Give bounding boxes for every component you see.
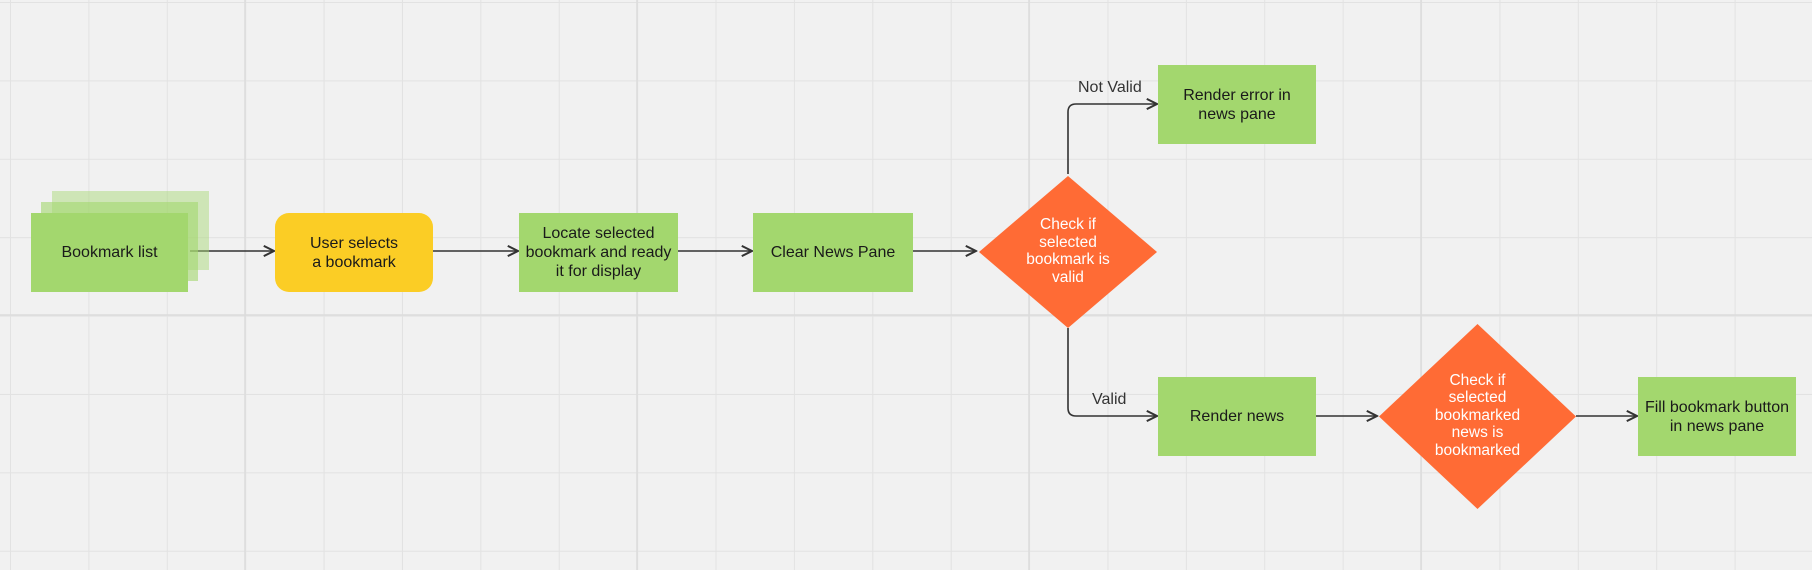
node-bookmark-list[interactable]: Bookmark list	[31, 213, 188, 292]
edge-label-not-valid: Not Valid	[1078, 79, 1142, 96]
decision-diamond-shape	[1379, 324, 1576, 509]
node-locate-selected-bookmark[interactable]: Locate selected bookmark and ready it fo…	[519, 213, 678, 292]
node-check-bookmarked[interactable]: Check if selected bookmarked news is boo…	[1379, 324, 1576, 509]
node-user-selects-bookmark[interactable]: User selects a bookmark	[275, 213, 433, 292]
decision-bookmarked-label: Check if selected bookmarked news is boo…	[1434, 371, 1521, 459]
node-render-news[interactable]: Render news	[1158, 377, 1316, 456]
node-check-bookmark-valid[interactable]: Check if selected bookmark is valid	[979, 176, 1157, 328]
decision-diamond-shape	[979, 176, 1157, 328]
connector-not-valid[interactable]	[1067, 104, 1157, 174]
node-fill-bookmark-button[interactable]: Fill bookmark button in news pane	[1638, 377, 1796, 456]
edge-label-valid: Valid	[1092, 391, 1127, 408]
node-clear-news-pane[interactable]: Clear News Pane	[753, 213, 913, 292]
node-render-error[interactable]: Render error in news pane	[1158, 65, 1316, 144]
connector-valid[interactable]	[1067, 328, 1157, 416]
decision-valid-label: Check if selected bookmark is valid	[1026, 216, 1110, 286]
